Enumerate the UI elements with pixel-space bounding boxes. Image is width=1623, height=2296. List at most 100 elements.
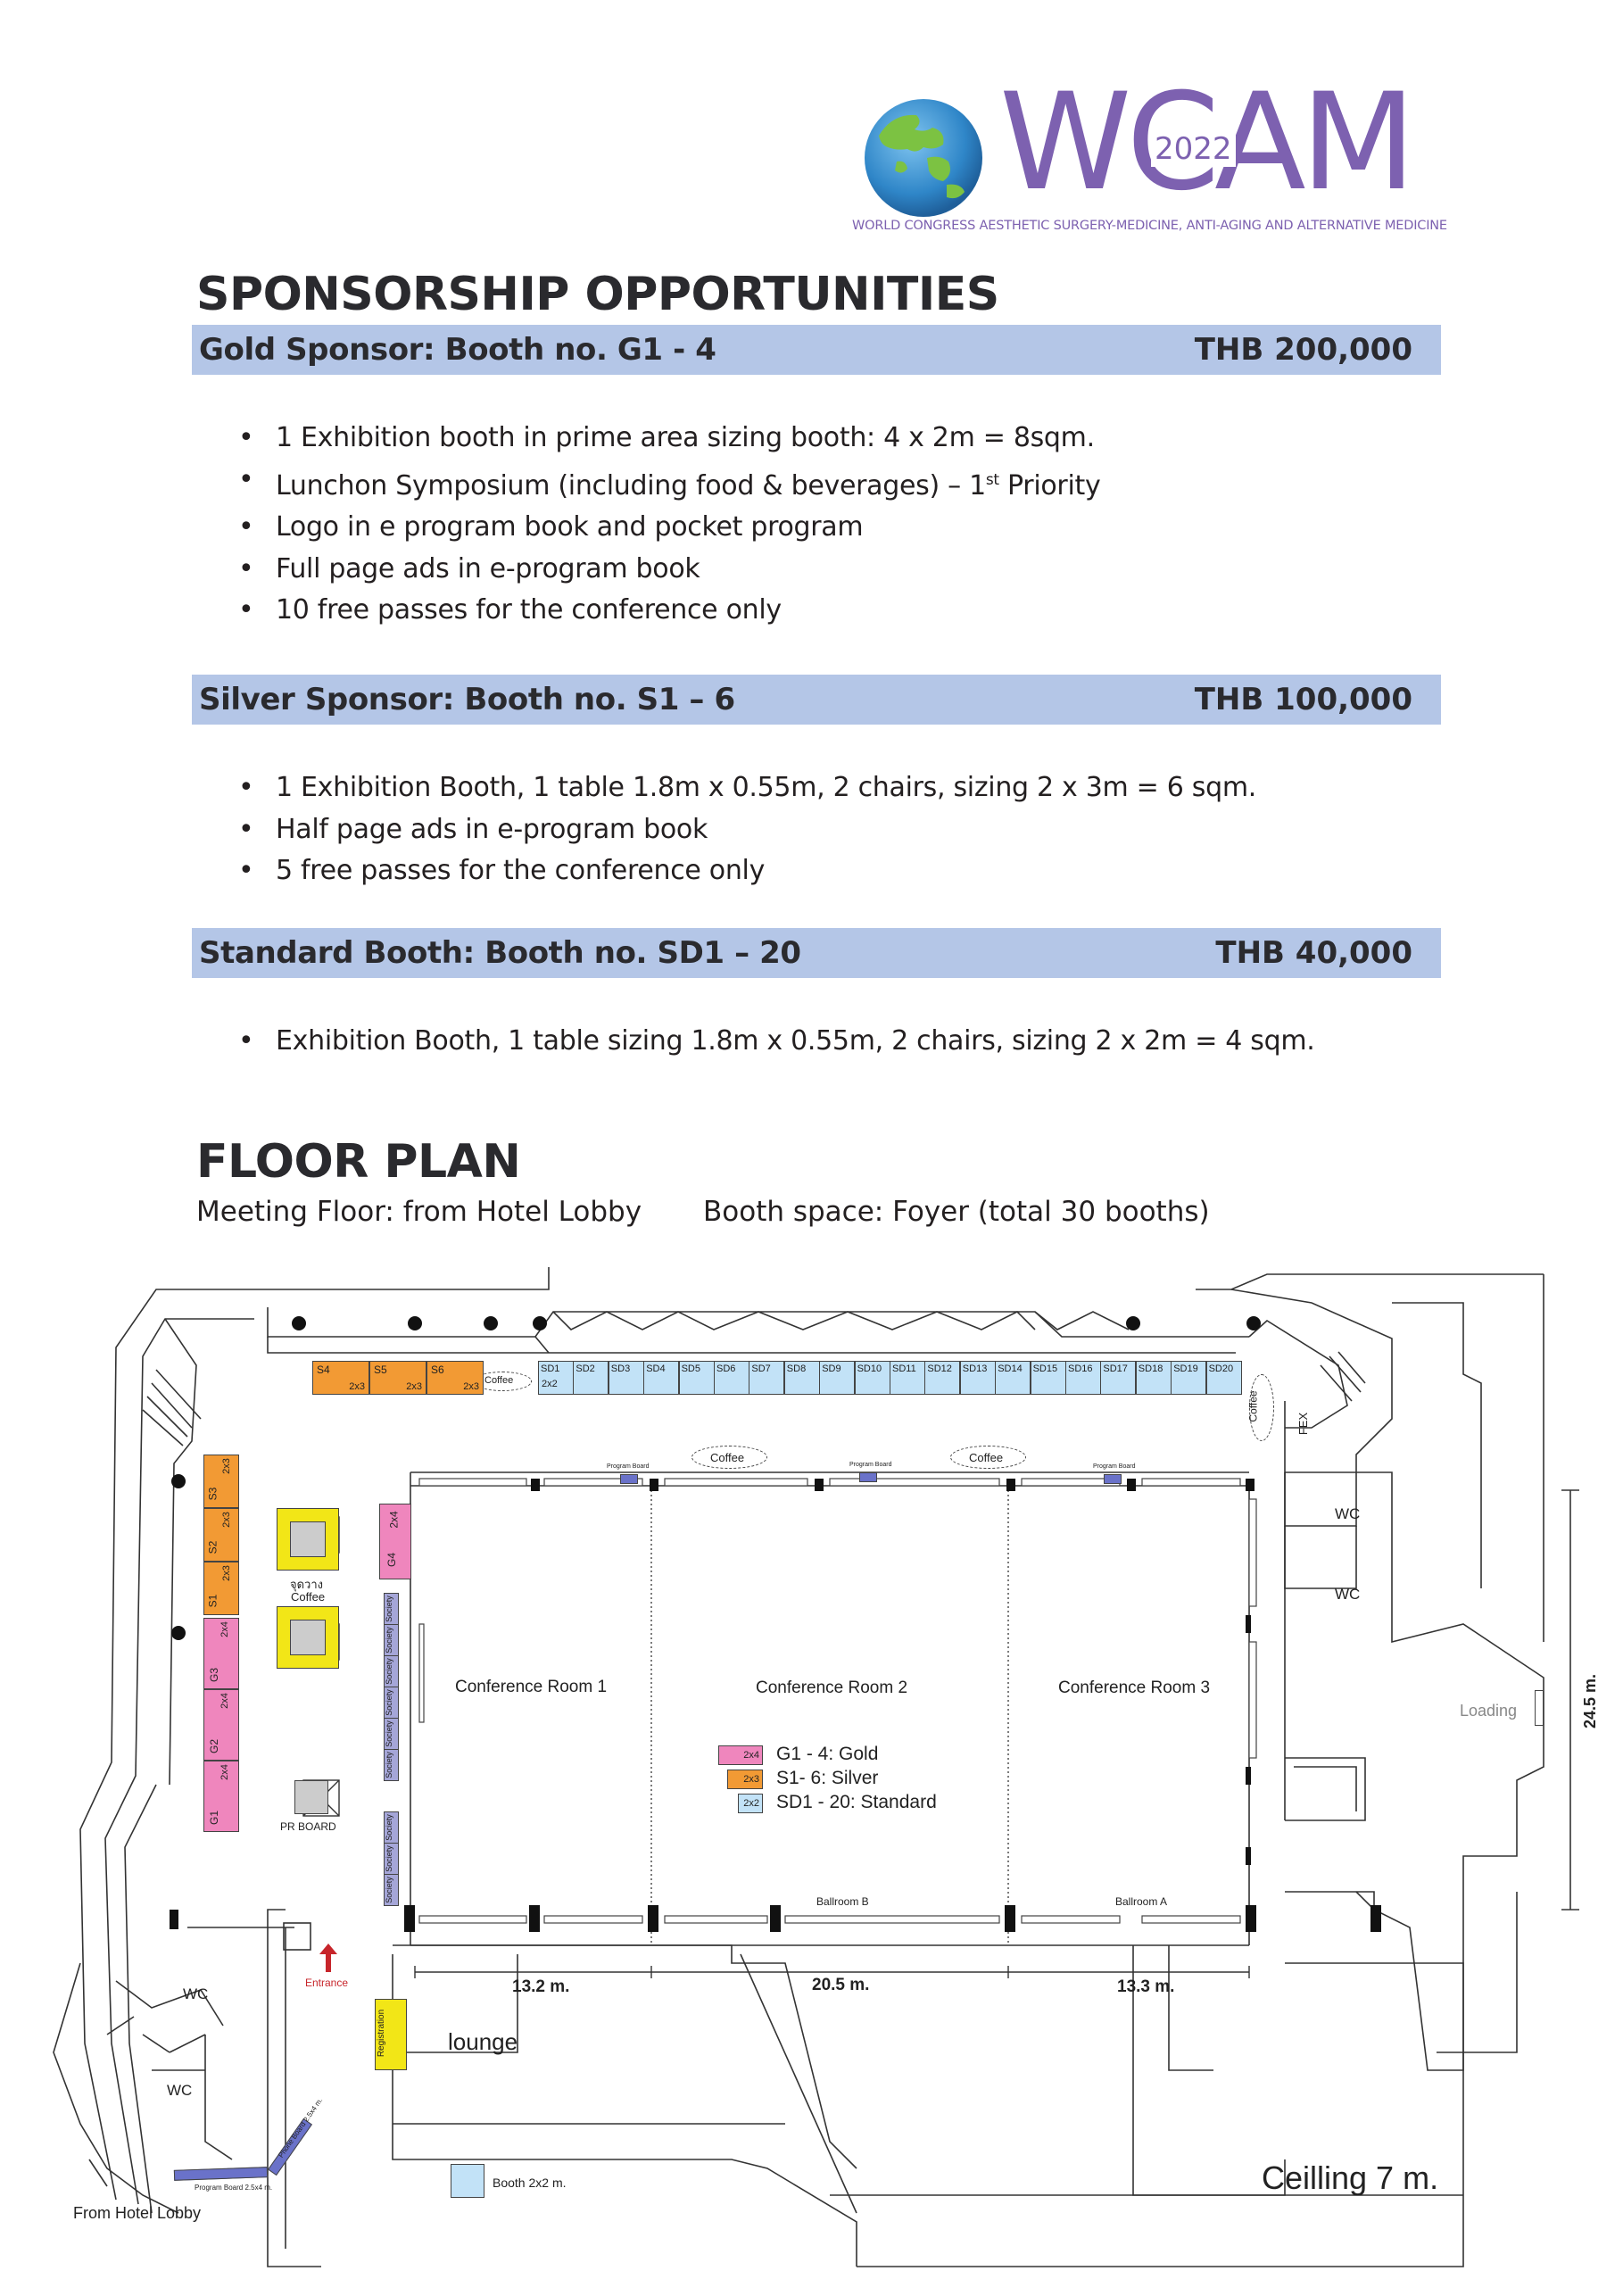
booth-label: SD14 — [998, 1364, 1023, 1374]
booth-label: SD17 — [1103, 1364, 1128, 1374]
booth-label: SD15 — [1032, 1364, 1058, 1374]
booth-label: 2x4 — [219, 1693, 230, 1709]
pr-board-label: PR BOARD — [280, 1820, 336, 1833]
booth-label: 2x3 — [220, 1512, 232, 1528]
coffee-label: Coffee — [1246, 1390, 1260, 1422]
legend-swatch: 2x2 — [738, 1794, 763, 1813]
society-board: Society — [384, 1749, 399, 1781]
silver-benefits-list: 1 Exhibition Booth, 1 table 1.8m x 0.55m… — [192, 767, 1256, 892]
booth-label: SD11 — [892, 1364, 916, 1374]
booth-SD11[interactable]: SD11 — [890, 1361, 925, 1395]
booth-SD15[interactable]: SD15 — [1030, 1361, 1066, 1395]
booth-G1[interactable]: G1 2x4 — [203, 1761, 239, 1832]
stand-column — [290, 1620, 326, 1655]
booth-label: SD7 — [751, 1364, 771, 1374]
gold-tier-bar: Gold Sponsor: Booth no. G1 - 4 THB 200,0… — [192, 325, 1441, 375]
standard-tier-title: Standard Booth: Booth no. SD1 – 20 — [199, 935, 801, 971]
program-board-label: Program Board — [849, 1462, 892, 1468]
booth-SD3[interactable]: SD3 — [608, 1361, 644, 1395]
booth-SD20[interactable]: SD20 — [1205, 1361, 1242, 1395]
program-board — [620, 1474, 638, 1484]
booth-S6[interactable]: S6 2x3 — [426, 1361, 484, 1395]
booth-SD9[interactable]: SD9 — [819, 1361, 856, 1395]
program-board-label: Program Board — [607, 1463, 650, 1470]
booth-label: 2x3 — [220, 1458, 232, 1474]
booth-label: SD3 — [610, 1364, 631, 1374]
list-item: Exhibition Booth, 1 table sizing 1.8m x … — [192, 1021, 1315, 1063]
booth-label: S5 — [374, 1364, 387, 1376]
booth-label: S1 — [206, 1594, 219, 1608]
wc-label: WC — [1335, 1505, 1361, 1522]
ceiling-label: Ceilling 7 m. — [1262, 2159, 1439, 2196]
list-item: 1 Exhibition Booth, 1 table 1.8m x 0.55m… — [192, 767, 1256, 809]
society-board: Society — [384, 1593, 399, 1625]
booth-SD16[interactable]: SD16 — [1065, 1361, 1101, 1395]
wc-label: WC — [183, 1985, 209, 2002]
booth-label: S6 — [431, 1364, 444, 1376]
legend-label: G1 - 4: Gold — [776, 1744, 879, 1764]
logo-tagline: WORLD CONGRESS AESTHETIC SURGERY-MEDICIN… — [852, 219, 1447, 233]
booth-SD6[interactable]: SD6 — [714, 1361, 749, 1395]
booth-SD12[interactable]: SD12 — [924, 1361, 961, 1395]
coffee-label: Coffee — [710, 1451, 745, 1464]
dim-room1: 13.2 m. — [512, 1977, 570, 1996]
booth-label: SD2 — [576, 1364, 595, 1374]
booth-SD7[interactable]: SD7 — [749, 1361, 785, 1395]
booth-SD14[interactable]: SD14 — [995, 1361, 1031, 1395]
wc-label: WC — [1335, 1586, 1361, 1603]
booth-SD18[interactable]: SD18 — [1135, 1361, 1172, 1395]
program-board — [1104, 1474, 1122, 1484]
dim-height: 24.5 m. — [1581, 1673, 1600, 1729]
registration-desk: Registration — [375, 1999, 407, 2070]
booth-SD13[interactable]: SD13 — [959, 1361, 996, 1395]
entrance-label: Entrance — [305, 1977, 349, 1989]
booth-label: Society — [384, 1627, 393, 1654]
legend-label: SD1 - 20: Standard — [776, 1792, 937, 1812]
coffee-label: Coffee — [484, 1375, 514, 1386]
booth-label: 2x4 — [219, 1764, 230, 1780]
ballroom-b-label: Ballroom B — [816, 1895, 869, 1908]
booth-label: Society — [384, 1720, 393, 1747]
booth-SD8[interactable]: SD8 — [783, 1361, 820, 1395]
booth-label: SD19 — [1173, 1364, 1198, 1374]
booth-label: G1 — [208, 1810, 221, 1826]
booth-label: G2 — [208, 1738, 221, 1754]
booth-G2[interactable]: G2 2x4 — [203, 1689, 239, 1761]
logo-year: 2022 — [1151, 131, 1236, 167]
standard-benefits-list: Exhibition Booth, 1 table sizing 1.8m x … — [192, 1021, 1315, 1063]
list-item: 10 free passes for the conference only — [192, 590, 1100, 632]
society-board: Society — [384, 1874, 399, 1906]
booth-SD4[interactable]: SD4 — [643, 1361, 680, 1395]
room-label: Conference Room 2 — [756, 1678, 908, 1697]
booth-label: SD20 — [1208, 1364, 1234, 1374]
list-item: 5 free passes for the conference only — [192, 850, 1256, 892]
booth-SD10[interactable]: SD10 — [854, 1361, 890, 1395]
booth-G4[interactable]: G4 2x4 — [379, 1504, 411, 1579]
booth-SD2[interactable]: SD2 — [573, 1361, 609, 1395]
program-board-label: Program Board — [1093, 1463, 1136, 1470]
standard-tier-bar: Standard Booth: Booth no. SD1 – 20 THB 4… — [192, 928, 1441, 978]
list-item: 1 Exhibition booth in prime area sizing … — [192, 418, 1100, 460]
coffee-label: Coffee — [291, 1590, 326, 1604]
booth-SD1[interactable]: SD1 — [538, 1361, 574, 1395]
program-board-size-label: Program Board 2.5x4 m. — [195, 2184, 273, 2192]
booth-SD19[interactable]: SD19 — [1171, 1361, 1207, 1395]
floorplan-subtitle-right: Booth space: Foyer (total 30 booths) — [703, 1196, 1210, 1228]
booth-2x2-swatch — [451, 2164, 484, 2198]
silver-tier-price: THB 100,000 — [1194, 682, 1412, 717]
floorplan-heading: FLOOR PLAN — [196, 1135, 521, 1189]
room-label: Conference Room 1 — [455, 1678, 608, 1696]
silver-tier-title: Silver Sponsor: Booth no. S1 – 6 — [199, 682, 735, 717]
booth-label: 2x3 — [463, 1381, 479, 1392]
booth-label: SD16 — [1068, 1364, 1093, 1374]
booth-SD5[interactable]: SD5 — [678, 1361, 715, 1395]
list-item: Half page ads in e-program book — [192, 809, 1256, 851]
sponsorship-heading: SPONSORSHIP OPPORTUNITIES — [196, 268, 999, 321]
booth-SD17[interactable]: SD17 — [1100, 1361, 1137, 1395]
